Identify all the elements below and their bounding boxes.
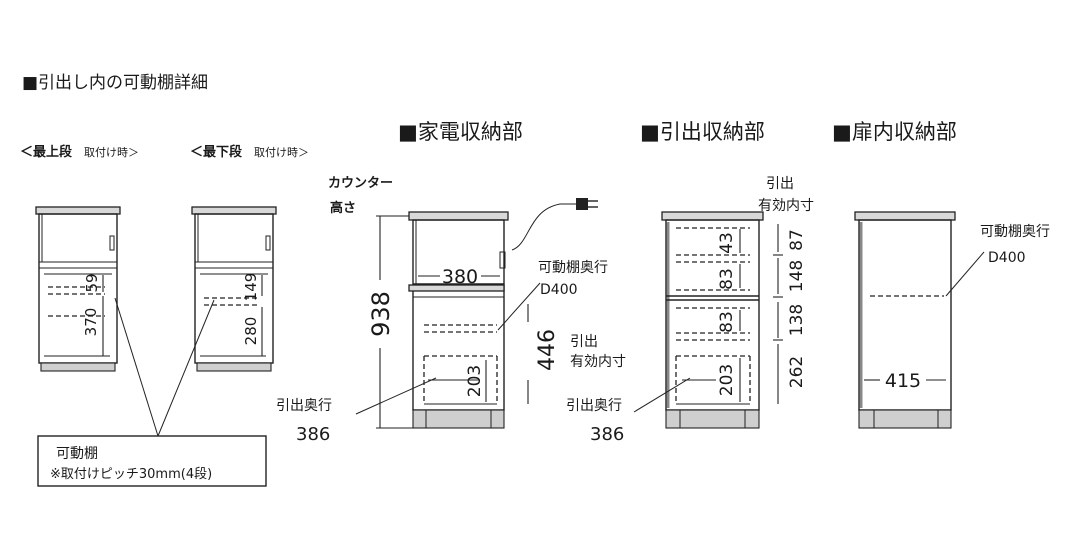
dim-87: 87 <box>787 229 807 251</box>
effective-a-1: 引出 <box>570 334 598 350</box>
shelf-depth-c-2: D400 <box>988 250 1026 266</box>
drawer-depth-a-2: 386 <box>296 424 330 445</box>
dim-446: 446 <box>535 329 560 371</box>
drawer-depth-b-1: 引出奥行 <box>566 397 622 414</box>
door-cabinet <box>854 211 956 429</box>
effective-a-2: 有効内寸 <box>570 354 626 370</box>
note-box-title: 可動棚 <box>56 446 98 462</box>
appliance-cabinet <box>408 198 598 429</box>
effective-b-2: 有効内寸 <box>758 198 814 214</box>
dim-138: 138 <box>787 304 807 336</box>
shelf-depth-c-1: 可動棚奥行 <box>980 223 1050 240</box>
dim-59: 59 <box>83 273 101 292</box>
dim-148: 148 <box>787 260 807 292</box>
small-cabinet-top <box>35 206 121 372</box>
top-shelf-note: 取付け時＞ <box>84 146 139 159</box>
dim-43: 43 <box>717 232 737 254</box>
counter-height-label-2: 高さ <box>330 200 356 216</box>
drawer-depth-a-1: 引出奥行 <box>276 397 332 414</box>
top-shelf-label: ＜最上段 <box>20 144 72 160</box>
dim-380: 380 <box>442 266 478 288</box>
drawer-depth-b-2: 386 <box>590 424 624 445</box>
note-box <box>37 435 267 487</box>
dim-262: 262 <box>787 356 807 388</box>
dim-83-a: 83 <box>717 268 737 290</box>
drawer-cabinet <box>661 211 764 429</box>
leader-top-shelf <box>114 297 159 437</box>
effective-b-1: 引出 <box>766 176 794 192</box>
shelf-depth-a-2: D400 <box>540 282 578 298</box>
main-title: ■引出し内の可動棚詳細 <box>22 73 208 93</box>
counter-height-dimension <box>376 215 414 429</box>
section-door: ■扉内収納部 <box>832 120 957 144</box>
dim-83-b: 83 <box>717 311 737 333</box>
dim-203-b: 203 <box>717 364 737 396</box>
dim-938: 938 <box>367 291 395 337</box>
bottom-shelf-label: ＜最下段 <box>190 144 242 160</box>
dim-415: 415 <box>885 370 921 392</box>
dim-149: 149 <box>242 273 260 302</box>
small-cabinet-bottom <box>191 206 277 372</box>
bottom-shelf-note: 取付け時＞ <box>254 146 309 159</box>
section-appliance: ■家電収納部 <box>398 120 523 144</box>
counter-height-label-1: カウンター <box>328 176 393 191</box>
note-box-detail: ※取付けピッチ30mm(4段) <box>50 467 212 482</box>
dim-203-a: 203 <box>465 365 485 397</box>
shelf-depth-a-1: 可動棚奥行 <box>538 259 608 276</box>
section-drawer: ■引出収納部 <box>640 120 765 144</box>
leader-bottom-shelf <box>157 299 215 437</box>
dim-280: 280 <box>242 317 260 346</box>
dim-370: 370 <box>82 308 100 337</box>
